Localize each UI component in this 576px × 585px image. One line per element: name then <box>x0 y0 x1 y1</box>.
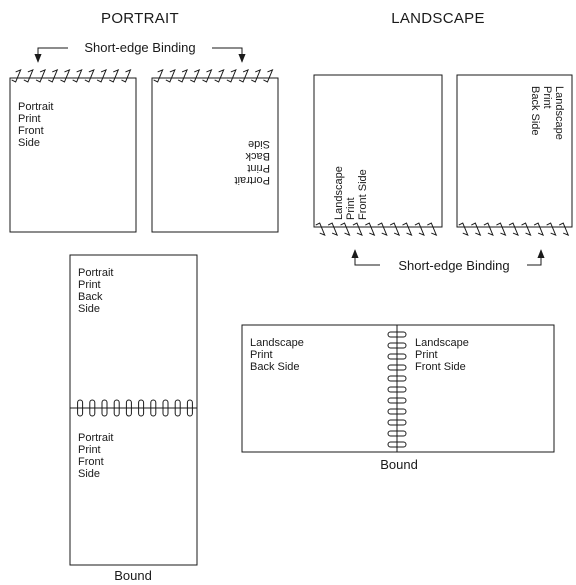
page-label: Landscape Print Back Side <box>529 86 565 143</box>
binding-coil <box>387 331 407 448</box>
binding-coil <box>153 69 274 83</box>
binding-arrow-right <box>212 47 246 63</box>
binding-arrow-left <box>351 249 380 266</box>
portrait-back-page: Portrait Print Back Side <box>151 69 279 233</box>
portrait-heading: PORTRAIT <box>101 10 179 27</box>
landscape-front-page: Landscape Print Front Side <box>313 74 443 236</box>
page-label: Landscape Print Front Side <box>333 163 369 220</box>
landscape-heading: LANDSCAPE <box>391 10 485 27</box>
landscape-bound-caption: Bound <box>380 457 418 472</box>
landscape-binding-label: Short-edge Binding <box>398 258 509 273</box>
binding-coil <box>11 69 132 83</box>
portrait-front-page: Portrait Print Front Side <box>9 69 137 233</box>
page-label: Landscape Print Front Side <box>415 337 472 373</box>
landscape-bound-booklet: Landscape Print Back Side Landscape Prin… <box>241 324 555 453</box>
landscape-back-page: Landscape Print Back Side <box>456 74 573 236</box>
page-label: Portrait Print Front Side <box>18 101 57 149</box>
portrait-binding-label: Short-edge Binding <box>84 40 195 55</box>
binding-arrow-left <box>34 47 68 63</box>
binding-coil <box>77 399 193 417</box>
landscape-binding-callout: Short-edge Binding <box>351 249 545 273</box>
page-label: Portrait Print Back Side <box>78 267 117 315</box>
page-label: Portrait Print Front Side <box>78 432 117 480</box>
binding-coil <box>315 222 438 236</box>
binding-arrow-right <box>527 249 545 266</box>
portrait-bound-booklet: Portrait Print Back Side Portrait Print … <box>69 254 198 566</box>
page-label: Portrait Print Back Side <box>231 138 270 186</box>
portrait-bound-caption: Bound <box>114 568 152 583</box>
page-label: Landscape Print Back Side <box>250 337 307 373</box>
binding-coil <box>458 222 570 236</box>
portrait-binding-callout: Short-edge Binding <box>34 40 246 63</box>
